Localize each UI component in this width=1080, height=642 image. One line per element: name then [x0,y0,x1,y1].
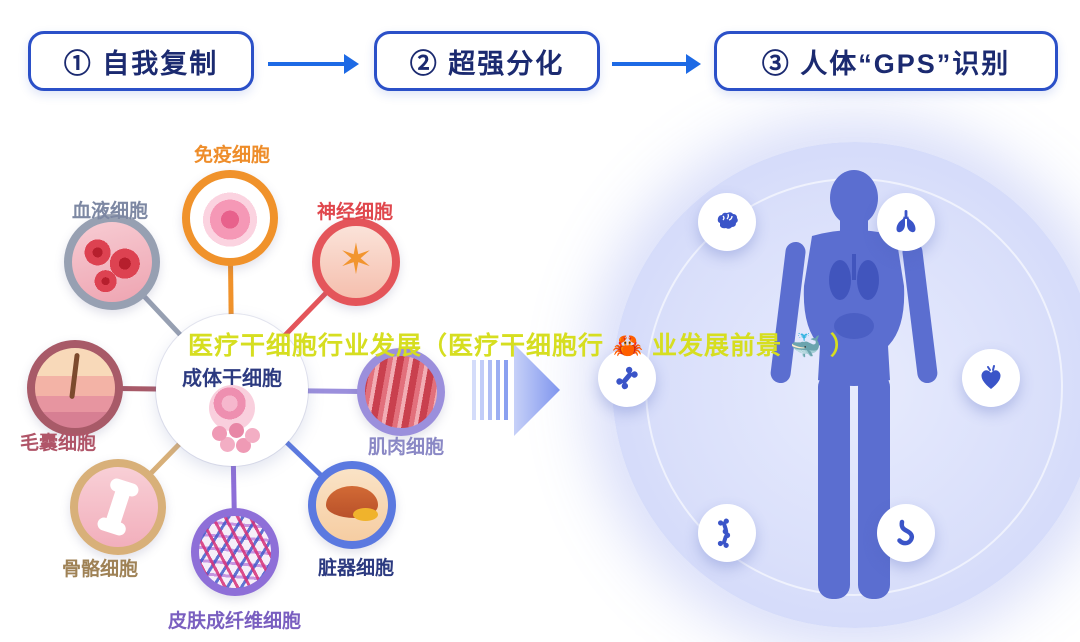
blood-cell-illustration [64,214,160,310]
label-skin-fibroblast-cell: 皮肤成纤维细胞 [168,611,302,632]
liver-icon [326,486,378,521]
label-muscle-cell: 肌肉细胞 [368,437,445,458]
immune-cell-illustration [182,170,278,266]
page-title-overlay: 医疗干细胞行业发展（医疗干细胞行 🦀 业发展前景 🐳 ） [188,332,857,360]
bone-icon [616,366,638,390]
label-immune-cell: 免疫细胞 [194,145,271,166]
arrow-right-icon [268,54,359,74]
step-badge-differentiation: ② 超强分化 [374,31,600,91]
organ-cell-illustration [308,461,396,549]
label-nerve-cell: 神经细胞 [317,202,394,223]
organ-node-lungs [877,193,935,251]
organ-node-brain [698,193,756,251]
stem-cell-cluster-illustration [212,426,228,442]
label-blood-cell: 血液细胞 [72,201,149,222]
heart-icon [981,365,1001,389]
organ-node-stomach [877,504,935,562]
step-badge-self-replication: ① 自我复制 [28,31,254,91]
lungs-icon [896,210,916,233]
bone-icon [104,484,132,530]
human-body-silhouette [770,170,938,599]
hair-follicle-cell-illustration [27,340,123,436]
organ-node-bone [598,349,656,407]
label-organ-cell: 脏器细胞 [318,558,395,579]
organ-node-heart [962,349,1020,407]
nerve-cell-illustration [312,218,400,306]
brain-icon [717,212,738,229]
label-hair-follicle-cell: 毛囊细胞 [20,433,97,454]
bone-cell-illustration [70,459,166,555]
arrow-right-icon [612,54,701,74]
step-badge-gps-recognition: ③ 人体“GPS”识别 [714,31,1058,91]
label-bone-cell: 骨骼细胞 [62,559,139,580]
stem-cell-illustration [209,385,255,432]
skin-fibroblast-cell-illustration [191,508,279,596]
flow-arrow-icon [472,344,560,436]
organ-node-joint [698,504,756,562]
stomach-icon [897,519,915,546]
joint-icon [717,518,731,548]
